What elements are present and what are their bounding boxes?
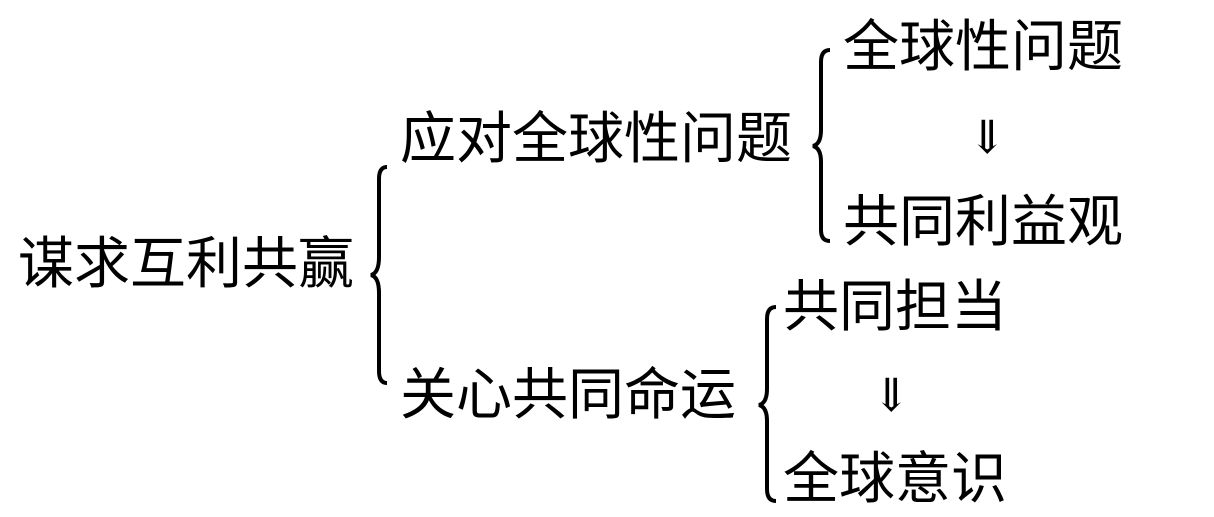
- branch-2-top: 共同担当: [783, 275, 1007, 340]
- branch-2-label: 关心共同命运: [400, 363, 736, 428]
- root-brace: [370, 165, 388, 385]
- branch-1-brace: [812, 48, 831, 243]
- down-double-arrow-icon: ⇓: [968, 110, 1007, 164]
- branch-2-bottom: 全球意识: [783, 447, 1007, 512]
- root-node: 谋求互利共赢: [18, 232, 354, 297]
- branch-1-bottom: 共同利益观: [843, 190, 1123, 255]
- down-double-arrow-icon: ⇓: [872, 368, 911, 422]
- branch-2-brace: [758, 305, 777, 503]
- branch-1-top: 全球性问题: [843, 15, 1123, 80]
- branch-1-label: 应对全球性问题: [400, 107, 792, 172]
